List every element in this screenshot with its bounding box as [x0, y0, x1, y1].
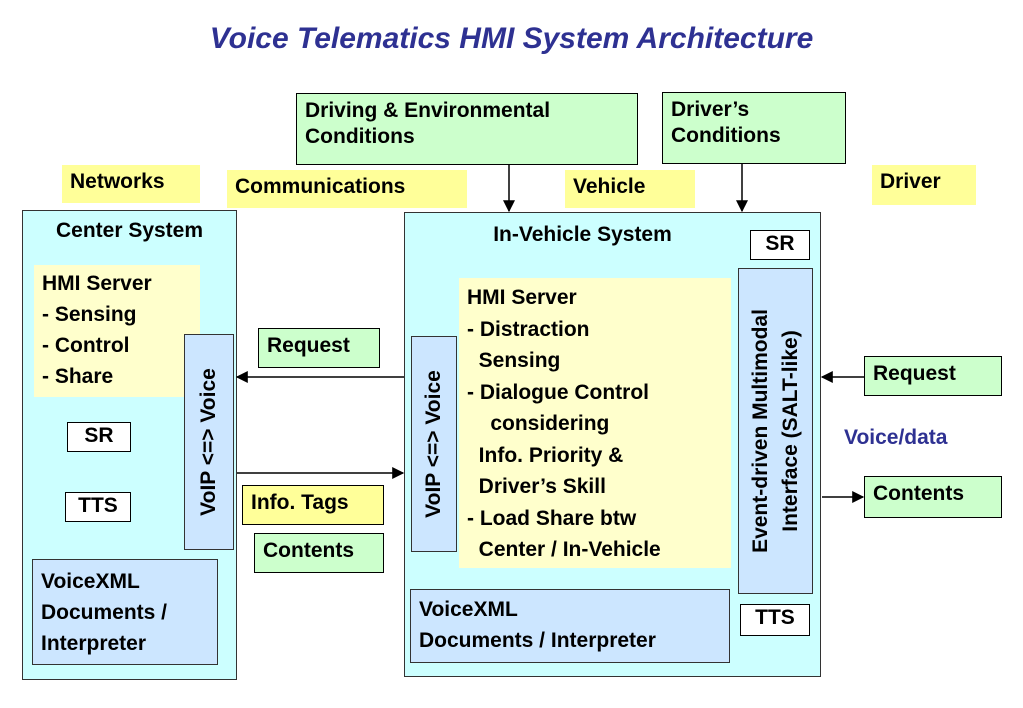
voice-data-label: Voice/data [844, 426, 948, 449]
driving-environmental-conditions-box: Driving & Environmental Conditions [296, 93, 638, 165]
vehicle-label: Vehicle [565, 170, 695, 208]
drivers-conditions-box: Driver’s Conditions [662, 92, 846, 164]
center-system-title: Center System [55, 219, 204, 242]
page-title: Voice Telematics HMI System Architecture [209, 22, 814, 55]
center-hmi-server: HMI Server - Sensing - Control - Share [34, 265, 200, 397]
info-tags-label: Info. Tags [242, 485, 384, 525]
driver-request-box: Request [864, 356, 1002, 396]
center-voicexml-box: VoiceXML Documents / Interpreter [32, 559, 218, 665]
driver-label: Driver [872, 165, 976, 205]
vehicle-hmi-server: HMI Server - Distraction Sensing - Dialo… [459, 278, 731, 568]
in-vehicle-system-title: In-Vehicle System [493, 223, 672, 246]
communications-label: Communications [227, 170, 467, 208]
vehicle-sr-box: SR [750, 230, 810, 260]
center-request-box: Request [258, 328, 380, 368]
center-tts-box: TTS [65, 492, 131, 522]
vehicle-voip-box: VoIP <=> Voice [411, 336, 457, 552]
center-sr-box: SR [67, 422, 131, 452]
networks-label: Networks [62, 165, 200, 203]
center-voip-box: VoIP <=> Voice [184, 334, 234, 550]
vehicle-voicexml-box: VoiceXML Documents / Interpreter [410, 589, 730, 663]
multimodal-interface-box: Event-driven Multimodal Interface (SALT-… [738, 268, 813, 594]
center-contents-box: Contents [254, 533, 384, 573]
driver-contents-box: Contents [864, 476, 1002, 518]
vehicle-tts-box: TTS [740, 604, 810, 636]
